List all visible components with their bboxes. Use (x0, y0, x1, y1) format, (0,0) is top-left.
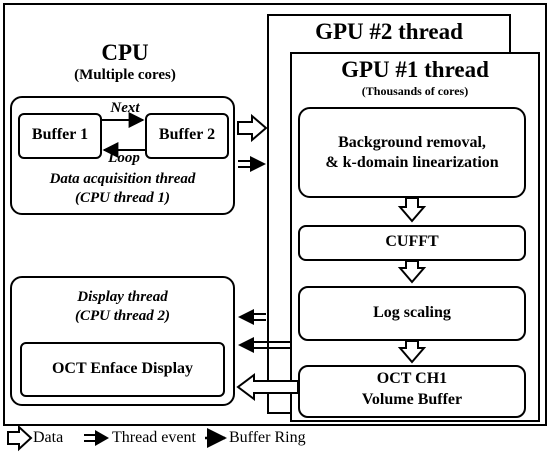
log-scaling-label: Log scaling (373, 304, 451, 321)
cpu-subtitle: (Multiple cores) (74, 67, 176, 83)
data-arrow-to-gpu (237, 113, 268, 143)
data-arrow-to-display (236, 373, 299, 401)
data-arrow-down-3 (397, 340, 427, 364)
data-arrow-down-2 (397, 260, 427, 284)
oct-enface-display (20, 342, 225, 397)
buffer-2-label: Buffer 2 (158, 126, 216, 143)
buffer-1-label: Buffer 1 (31, 126, 89, 143)
data-arrow-down-1 (397, 197, 427, 223)
legend-data-icon (7, 424, 33, 452)
display-thread-id: (CPU thread 2) (75, 308, 170, 324)
thread-event-arrow-to-display-1 (238, 309, 266, 325)
volume-buffer-label-2: Volume Buffer (361, 391, 463, 408)
thread-event-arrow-to-gpu (238, 156, 266, 172)
thread-event-arrow-to-display-2 (238, 337, 290, 353)
display-thread-label: Display thread (77, 289, 168, 305)
linearization-label: & k-domain linearization (325, 154, 499, 171)
gpu1-subtitle: (Thousands of cores) (361, 84, 469, 98)
log-scaling-stage (298, 286, 526, 341)
volume-buffer-stage (298, 365, 526, 418)
volume-buffer-label-1: OCT CH1 (376, 370, 448, 387)
legend-buffer-ring-label: Buffer Ring (229, 429, 306, 446)
gpu2-title: GPU #2 thread (315, 19, 463, 44)
oct-enface-display-label: OCT Enface Display (51, 360, 194, 377)
gpu1-title: GPU #1 thread (341, 57, 489, 82)
legend-data-label: Data (33, 429, 64, 446)
legend-thread-event-label: Thread event (112, 429, 196, 446)
buffer-1 (18, 113, 102, 159)
legend-thread-event-icon (84, 430, 109, 446)
cufft-label: CUFFT (385, 233, 439, 250)
acquisition-thread-label: Data acquisition thread (49, 171, 196, 187)
background-removal-label: Background removal, (338, 134, 486, 151)
cpu-title: CPU (101, 40, 149, 65)
buffer-2 (145, 113, 229, 159)
acquisition-thread-id: (CPU thread 1) (75, 190, 170, 206)
